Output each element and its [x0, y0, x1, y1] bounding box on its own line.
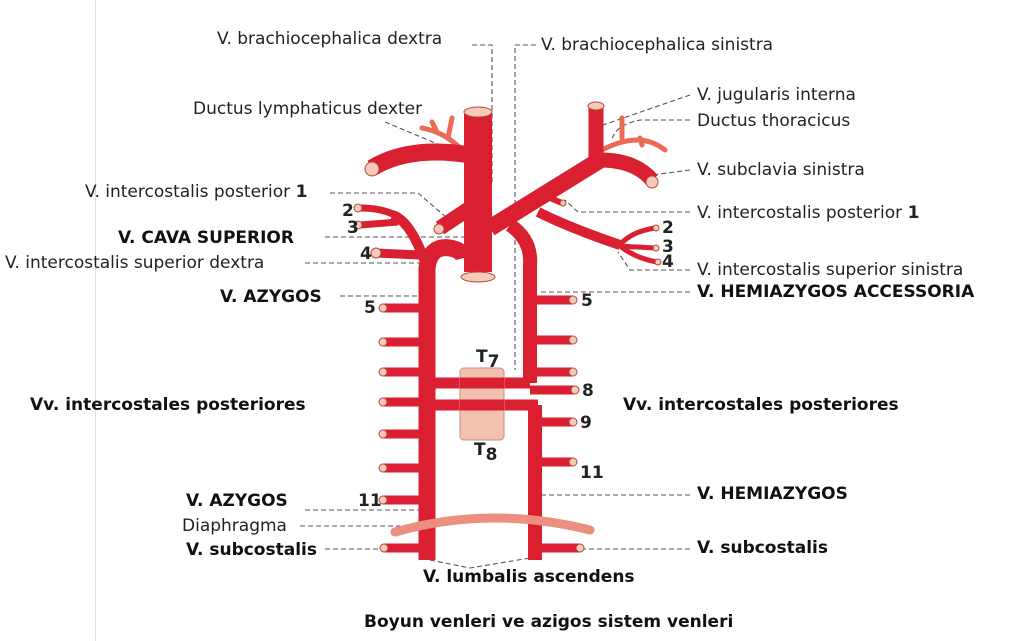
- number-r2: 2: [342, 201, 354, 221]
- number-r4: 4: [360, 244, 372, 264]
- vessel-ends: [353, 101, 662, 553]
- leader-lines: [300, 44, 691, 569]
- label-intercostalis-posterior-1-left: V. intercostalis posterior 1: [697, 203, 919, 223]
- label-brachiocephalica-dextra: V. brachiocephalica dextra: [217, 29, 442, 49]
- label-azygos-top: V. AZYGOS: [220, 287, 322, 307]
- label-ductus-thoracicus: Ductus thoracicus: [697, 111, 850, 131]
- label-t7: T7: [476, 347, 499, 372]
- number-r3: 3: [347, 218, 359, 238]
- vertebra-t7-t8: [459, 367, 505, 441]
- label-azygos-bottom: V. AZYGOS: [186, 491, 288, 511]
- number-r11: 11: [358, 491, 382, 511]
- label-subcostalis-right: V. subcostalis: [697, 538, 828, 558]
- diaphragm: [390, 513, 595, 537]
- number-l8: 8: [582, 381, 594, 401]
- label-hemiazygos-accessoria: V. HEMIAZYGOS ACCESSORIA: [697, 282, 975, 302]
- number-l2: 2: [662, 218, 674, 238]
- label-subclavia-sinistra: V. subclavia sinistra: [697, 160, 865, 180]
- label-intercostalis-superior-dextra: V. intercostalis superior dextra: [5, 253, 264, 273]
- figure-caption: Boyun venleri ve azigos sistem venleri: [364, 612, 733, 632]
- number-l9: 9: [580, 413, 592, 433]
- label-brachiocephalica-sinistra: V. brachiocephalica sinistra: [541, 35, 773, 55]
- number-l3: 3: [662, 237, 674, 257]
- label-lumbalis-ascendens: V. lumbalis ascendens: [423, 567, 635, 587]
- veins: [359, 108, 658, 560]
- label-intercostalis-posterior-1-right: V. intercostalis posterior 1: [85, 182, 307, 202]
- label-vv-intercostales-right: Vv. intercostales posteriores: [623, 395, 899, 415]
- ductus-thoracicus: [599, 115, 668, 153]
- number-l5: 5: [581, 291, 593, 311]
- number-l11: 11: [580, 463, 604, 483]
- label-diaphragma: Diaphragma: [182, 516, 287, 536]
- label-vv-intercostales-left: Vv. intercostales posteriores: [30, 395, 306, 415]
- number-r5: 5: [364, 298, 376, 318]
- number-l4: 4: [662, 252, 674, 272]
- label-jugularis-interna: V. jugularis interna: [697, 85, 856, 105]
- label-ductus-lymphaticus-dexter: Ductus lymphaticus dexter: [193, 99, 422, 119]
- label-subcostalis-left: V. subcostalis: [186, 540, 317, 560]
- label-t8: T8: [474, 440, 497, 465]
- label-vena-cava-superior: V. CAVA SUPERIOR: [118, 228, 294, 248]
- label-hemiazygos: V. HEMIAZYGOS: [697, 484, 848, 504]
- page-margin-line: [95, 0, 96, 641]
- label-intercostalis-superior-sinistra: V. intercostalis superior sinistra: [697, 260, 963, 280]
